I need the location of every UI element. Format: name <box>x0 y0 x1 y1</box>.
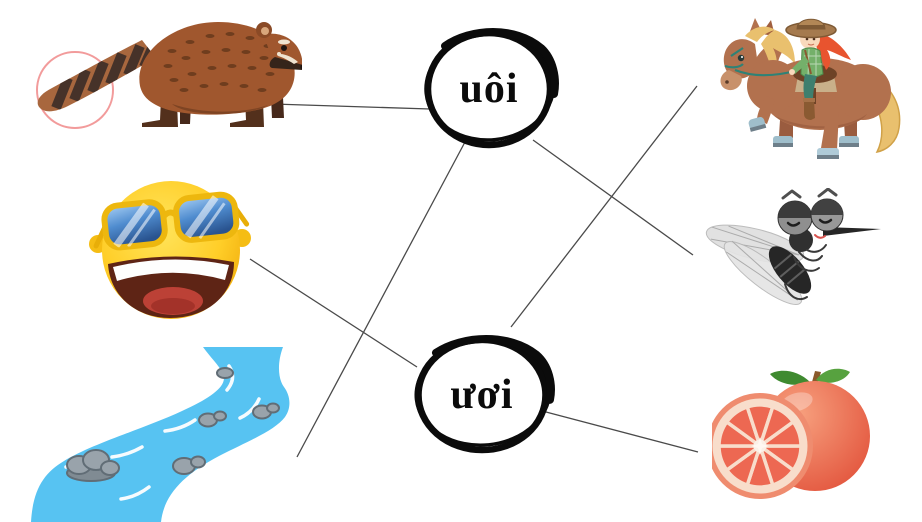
laughing-emoji-sunglasses-image[interactable] <box>88 180 253 322</box>
tail-highlight-circle <box>36 51 114 129</box>
match-line-stream-uoi <box>296 141 466 458</box>
sound-label-uoi: uôi <box>459 66 519 112</box>
sound-circle-uoi[interactable]: uôi <box>419 26 559 152</box>
match-line-mosquito-uoi <box>532 139 694 256</box>
match-line-coati-uoi <box>272 103 431 110</box>
sound-label-uoi-horn: ươi <box>450 372 514 418</box>
brush-ring <box>424 28 559 149</box>
coati-with-circled-tail-image[interactable] <box>22 6 302 131</box>
brush-ring <box>414 335 555 454</box>
sunglasses <box>93 191 250 251</box>
match-line-horse-uoi2 <box>510 85 698 328</box>
sound-circle-uoi-horn[interactable]: ươi <box>409 333 555 457</box>
match-line-grapefruit-uoi2 <box>545 411 699 453</box>
mosquito-image[interactable] <box>695 188 885 333</box>
grapefruit-image[interactable] <box>712 366 872 506</box>
girl-riding-horse-image[interactable] <box>715 8 910 166</box>
stream-image[interactable] <box>22 344 290 522</box>
match-line-smiley-uoi2 <box>249 258 418 368</box>
